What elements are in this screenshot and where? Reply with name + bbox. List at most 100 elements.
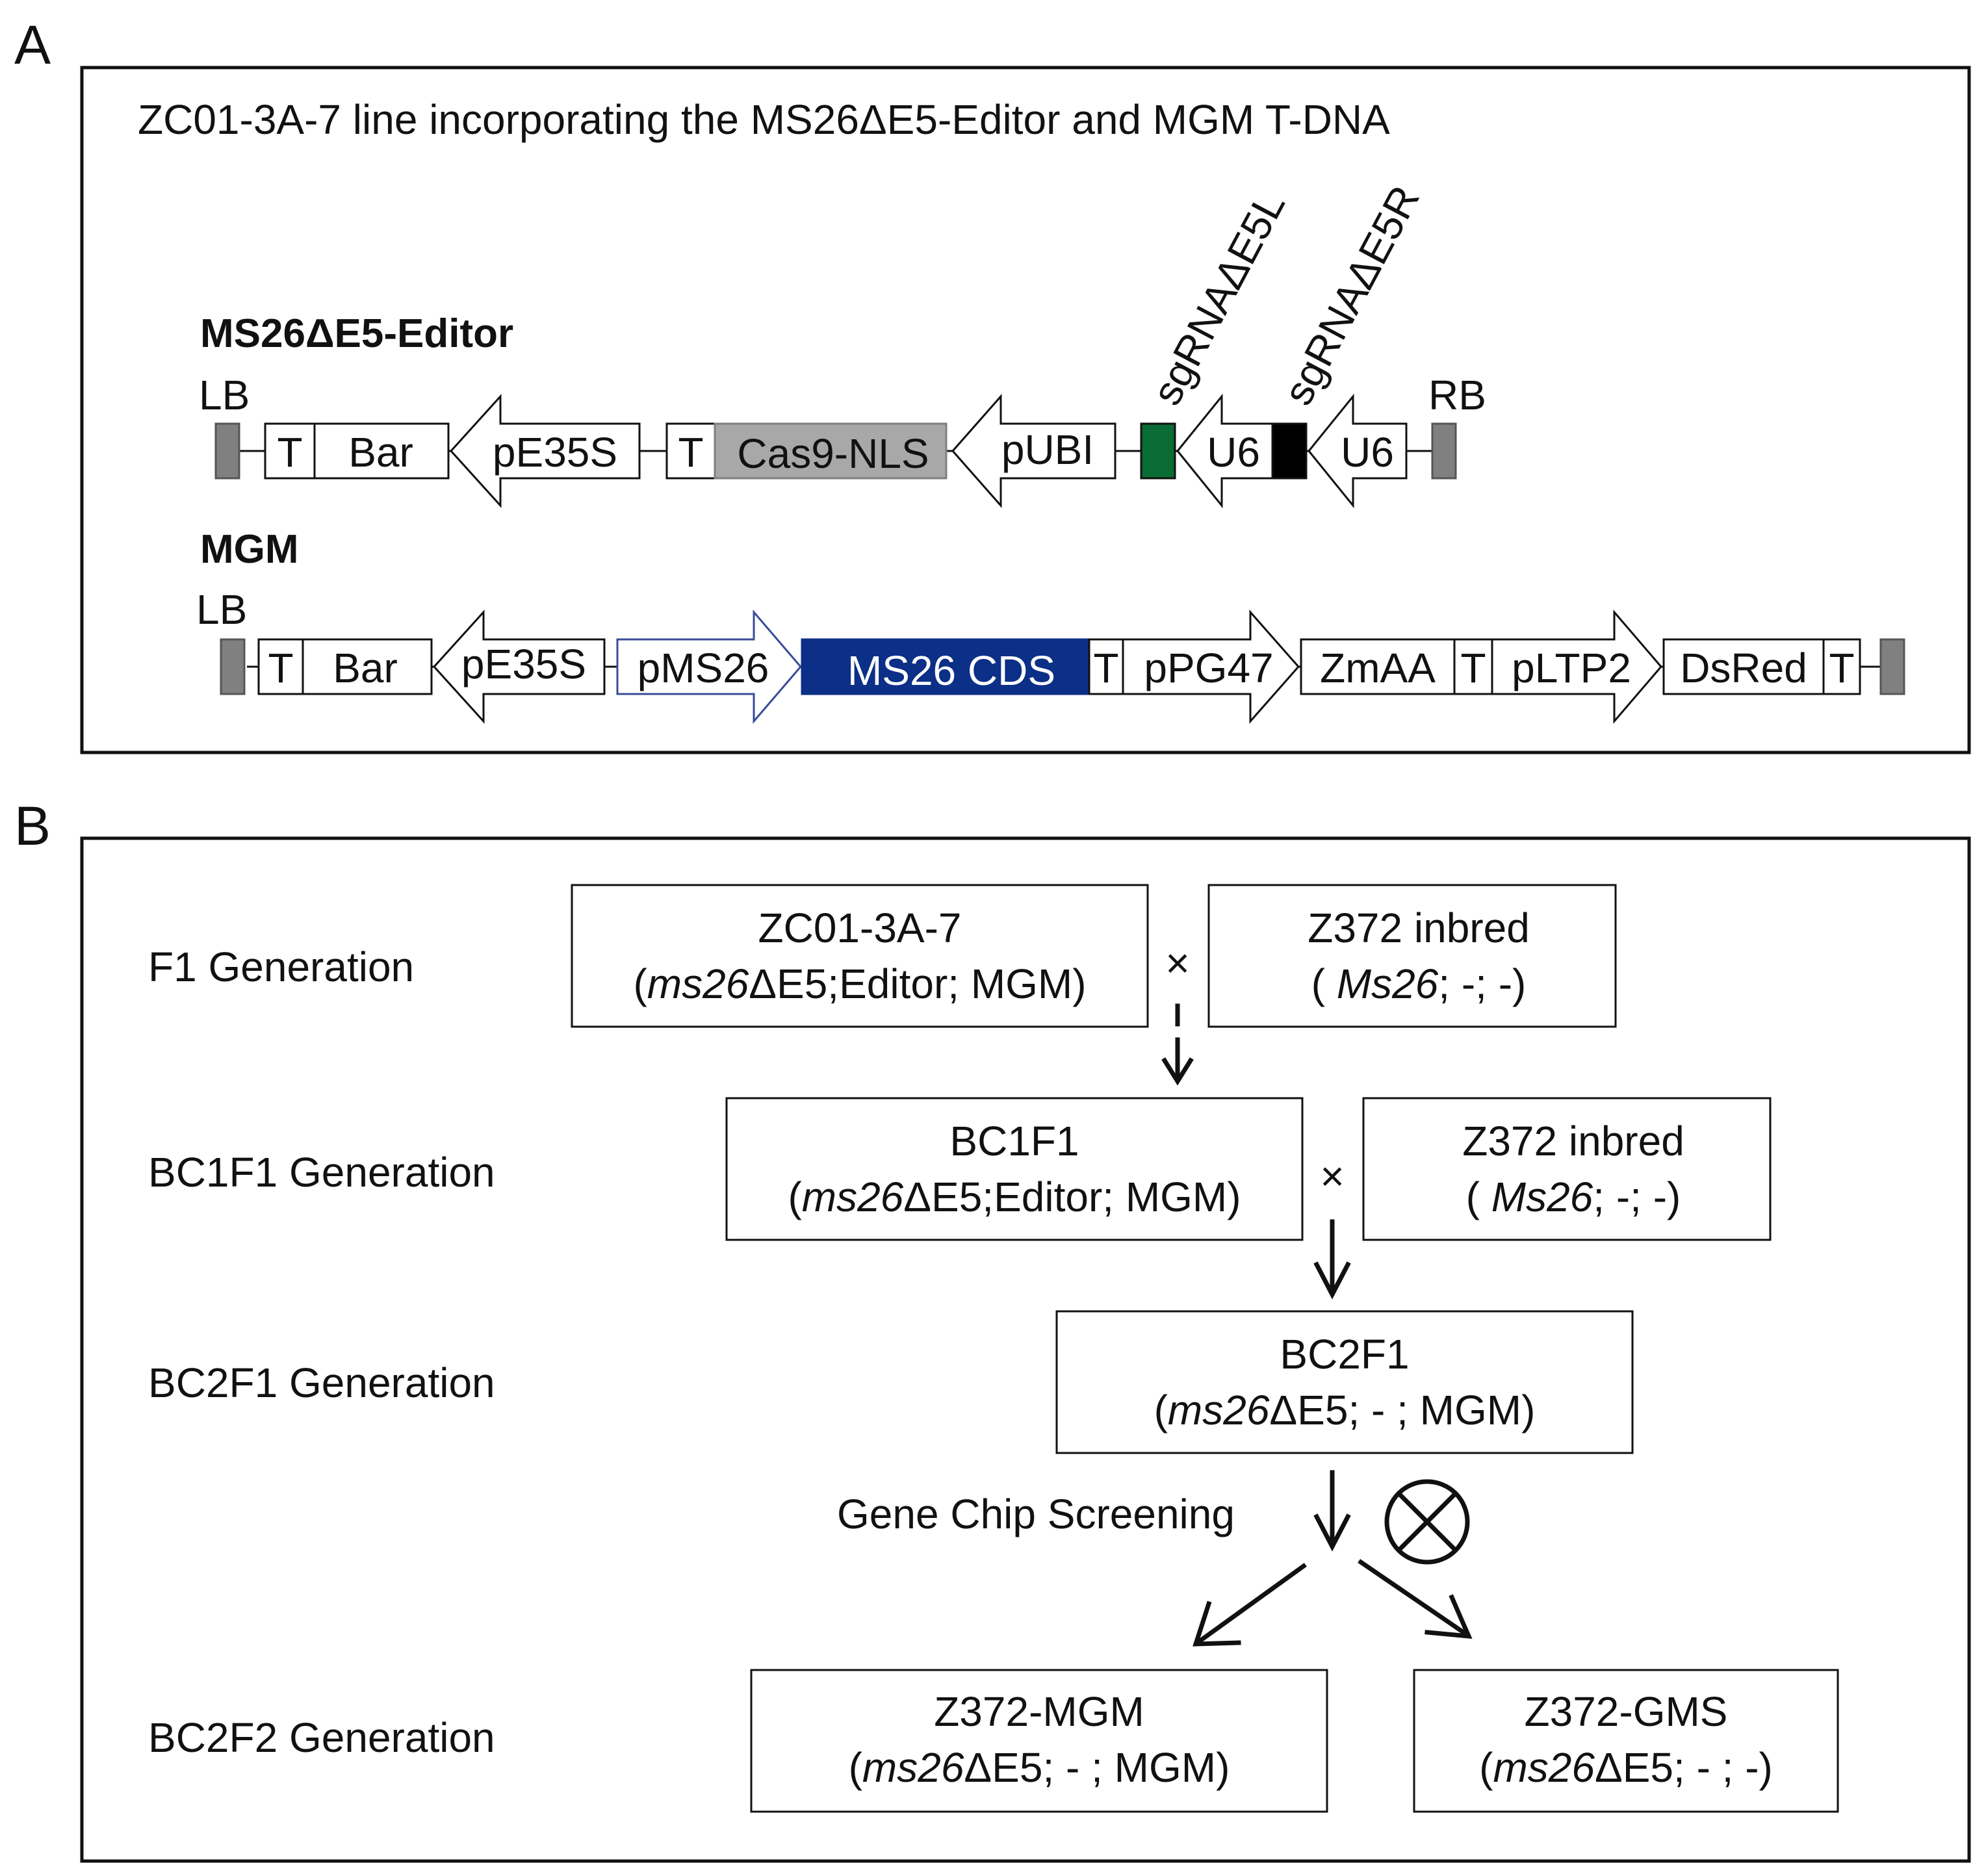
editor-bar-gene [313, 422, 450, 480]
self-cross-circle [1384, 1479, 1470, 1565]
mgm-pltp2-promoter [1491, 609, 1662, 725]
editor-u6-promoter-2 [1308, 393, 1408, 509]
box-z372-a [1207, 884, 1617, 1028]
mgm-construct-name: MGM [200, 527, 299, 572]
editor-pe35s-label: pE35S [493, 429, 617, 476]
box-zc01-open: ( [633, 960, 647, 1007]
box-z372-a-open: ( [1311, 960, 1337, 1007]
box-bc1f1 [725, 1097, 1304, 1241]
sgrna-right-box [1271, 422, 1308, 480]
editor-cas9-nls [714, 422, 948, 480]
editor-pubi-label: pUBI [1001, 426, 1094, 473]
mgm-ms26-cds [801, 638, 1090, 695]
panel-a-frame [80, 66, 1971, 754]
mgm-terminator-1 [257, 638, 304, 695]
generation-label-bc2f1: BC2F1 Generation [148, 1359, 495, 1406]
mgm-ppg47-promoter [1122, 610, 1300, 724]
box-zc01 [571, 884, 1149, 1028]
box-z372-gms [1413, 1669, 1839, 1813]
mgm-terminator-2-label: T [1093, 645, 1118, 691]
editor-terminator-1-label: T [277, 429, 302, 476]
mgm-ms26-cds-label: MS26 CDS [847, 647, 1055, 694]
mgm-zmaa-label: ZmAA [1320, 645, 1436, 691]
editor-tdna [214, 393, 1457, 509]
mgm-bar-label: Bar [333, 645, 398, 691]
generation-label-bc1f1: BC1F1 Generation [148, 1149, 495, 1196]
mgm-lb-label: LB [196, 586, 247, 633]
editor-pubi-promoter [951, 394, 1116, 508]
box-z372-b-open: ( [1466, 1174, 1491, 1220]
arrow-bc1f1-head [1313, 1261, 1351, 1300]
sgrna-left-box [1140, 422, 1176, 480]
editor-lb-border [214, 422, 240, 480]
box-z372-b-rest: ; -; -) [1593, 1174, 1681, 1220]
box-bc2f1-gene: ms26 [1168, 1387, 1270, 1433]
panel-a-label: A [14, 14, 51, 75]
box-z372-mgm-genotype: (ms26ΔE5; - ; MGM) [849, 1744, 1230, 1791]
editor-bar-label: Bar [348, 429, 413, 476]
generation-label-bc2f2: BC2F2 Generation [148, 1714, 495, 1761]
mgm-bar-gene [302, 638, 433, 695]
self-cross-line-2 [1397, 1491, 1458, 1552]
mgm-pe35s-label: pE35S [461, 641, 586, 687]
arrow-split-left-shaft [1198, 1563, 1307, 1643]
box-z372-gms-genotype: (ms26ΔE5; - ; -) [1479, 1744, 1773, 1791]
box-z372-mgm-title: Z372-MGM [934, 1688, 1144, 1735]
mgm-terminator-3 [1453, 638, 1493, 695]
mgm-pms26-promoter [616, 609, 802, 725]
box-z372-gms-title: Z372-GMS [1525, 1688, 1728, 1735]
box-bc1f1-open: ( [788, 1174, 801, 1220]
box-z372-b-title: Z372 inbred [1462, 1118, 1684, 1164]
mgm-lb-border [220, 638, 246, 695]
editor-cas9-label: Cas9-NLS [737, 430, 929, 477]
mgm-terminator-4 [1822, 638, 1861, 695]
arrow-split-left-head [1193, 1600, 1241, 1647]
mgm-zmaa-gene [1300, 638, 1456, 695]
box-bc1f1-rest: ΔE5;Editor; MGM) [903, 1174, 1241, 1220]
editor-u6-label-1: U6 [1207, 429, 1260, 476]
panel-a-title: ZC01-3A-7 line incorporating the MS26ΔE5… [138, 96, 1390, 143]
arrow-f1-head [1161, 1057, 1194, 1086]
panel-b-frame [80, 836, 1971, 1863]
mgm-element-labels: T Bar pE35S pMS26 MS26 CDS T pPG47 ZmAA … [268, 641, 1854, 694]
editor-lb-label: LB [199, 372, 250, 418]
mgm-terminator-2 [1088, 638, 1124, 695]
mgm-tdna [220, 609, 1905, 725]
editor-construct-name: MS26ΔE5-Editor [200, 311, 513, 356]
box-zc01-rest: ΔE5;Editor; MGM) [749, 960, 1086, 1007]
box-bc2f1-genotype: (ms26ΔE5; - ; MGM) [1154, 1387, 1536, 1433]
box-z372-mgm-rest: ΔE5; - ; MGM) [964, 1744, 1230, 1791]
mgm-dsred-gene [1662, 638, 1825, 695]
box-z372-a-title: Z372 inbred [1308, 905, 1530, 951]
box-bc1f1-genotype: (ms26ΔE5;Editor; MGM) [788, 1174, 1241, 1220]
cross-boxes [571, 884, 1839, 1813]
box-z372-mgm-open: ( [849, 1744, 862, 1791]
box-z372-mgm [750, 1669, 1328, 1813]
editor-u6-label-2: U6 [1341, 429, 1394, 476]
sgrna-left-label: sgRNAΔE5L [1143, 184, 1294, 412]
mgm-terminator-3-label: T [1460, 645, 1486, 691]
mgm-pe35s-promoter [432, 610, 606, 724]
box-z372-b-genotype: ( Ms26; -; -) [1466, 1174, 1681, 1220]
box-z372-a-genotype: ( Ms26; -; -) [1311, 960, 1527, 1007]
box-bc2f1-open: ( [1154, 1387, 1168, 1433]
arrow-split-right-head [1425, 1594, 1473, 1639]
box-z372-gms-open: ( [1479, 1744, 1493, 1791]
box-bc2f1-rest: ΔE5; - ; MGM) [1269, 1387, 1535, 1433]
editor-rb-border [1431, 422, 1457, 480]
editor-terminator-2-label: T [678, 429, 703, 476]
mgm-pms26-label: pMS26 [638, 645, 769, 691]
editor-rb-label: RB [1428, 372, 1486, 418]
screening-label: Gene Chip Screening [837, 1491, 1235, 1537]
box-zc01-gene: ms26 [647, 960, 749, 1007]
box-bc2f1-title: BC2F1 [1280, 1331, 1409, 1378]
arrow-bc2f1-head [1313, 1513, 1351, 1552]
arrow-split-right-shaft [1358, 1559, 1467, 1636]
box-zc01-genotype: (ms26ΔE5;Editor; MGM) [633, 960, 1086, 1007]
panel-b-label: B [14, 795, 51, 856]
editor-pe35s-promoter [449, 394, 641, 508]
box-bc1f1-title: BC1F1 [949, 1118, 1079, 1164]
mgm-dsred-label: DsRed [1680, 645, 1807, 691]
mgm-rb-border [1879, 638, 1905, 695]
